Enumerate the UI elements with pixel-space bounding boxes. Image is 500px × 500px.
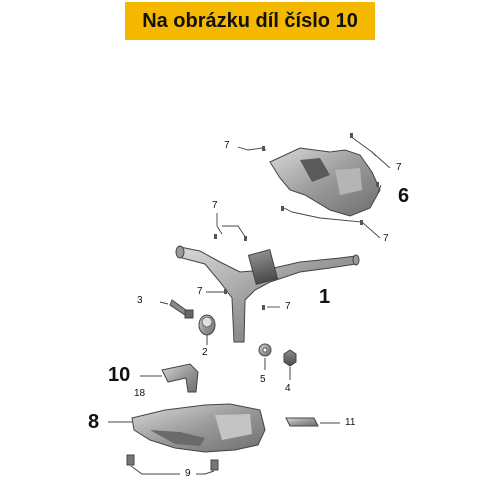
callout-1: 1 — [319, 286, 331, 308]
callout-9: 9 — [185, 468, 191, 479]
callout-4: 4 — [285, 383, 291, 394]
part-7-screw-leaders — [206, 135, 391, 308]
part-3-bolt — [159, 299, 194, 319]
callout-7-frame-right: 7 — [285, 301, 291, 312]
callout-3: 3 — [137, 295, 143, 306]
part-9-clips — [126, 454, 219, 475]
callout-11: 11 — [345, 417, 356, 428]
callout-7-top-right: 7 — [396, 162, 402, 173]
callout-8: 8 — [88, 411, 100, 433]
screw-icons — [214, 133, 379, 310]
callout-2: 2 — [202, 347, 208, 358]
part-4-nut — [283, 349, 297, 380]
callout-18: 18 — [134, 388, 146, 399]
part-10-shroud — [140, 363, 199, 393]
part-6-upper-cover — [269, 147, 381, 217]
part-11-plate — [285, 417, 340, 427]
title-banner: Na obrázku díl číslo 10 — [125, 2, 375, 40]
part-1-handlebar-frame — [175, 245, 360, 343]
callout-5: 5 — [260, 374, 266, 385]
callout-7-frame-left: 7 — [197, 286, 203, 297]
callout-7-top-left: 7 — [224, 140, 230, 151]
callout-10: 10 — [108, 364, 131, 386]
callout-7-mid-left: 7 — [212, 200, 218, 211]
part-8-lower-cover — [108, 403, 266, 453]
part-5-washer — [258, 343, 272, 370]
callout-7-mid-right: 7 — [383, 233, 389, 244]
part-2-bushing — [198, 314, 216, 345]
callout-6: 6 — [398, 185, 410, 207]
